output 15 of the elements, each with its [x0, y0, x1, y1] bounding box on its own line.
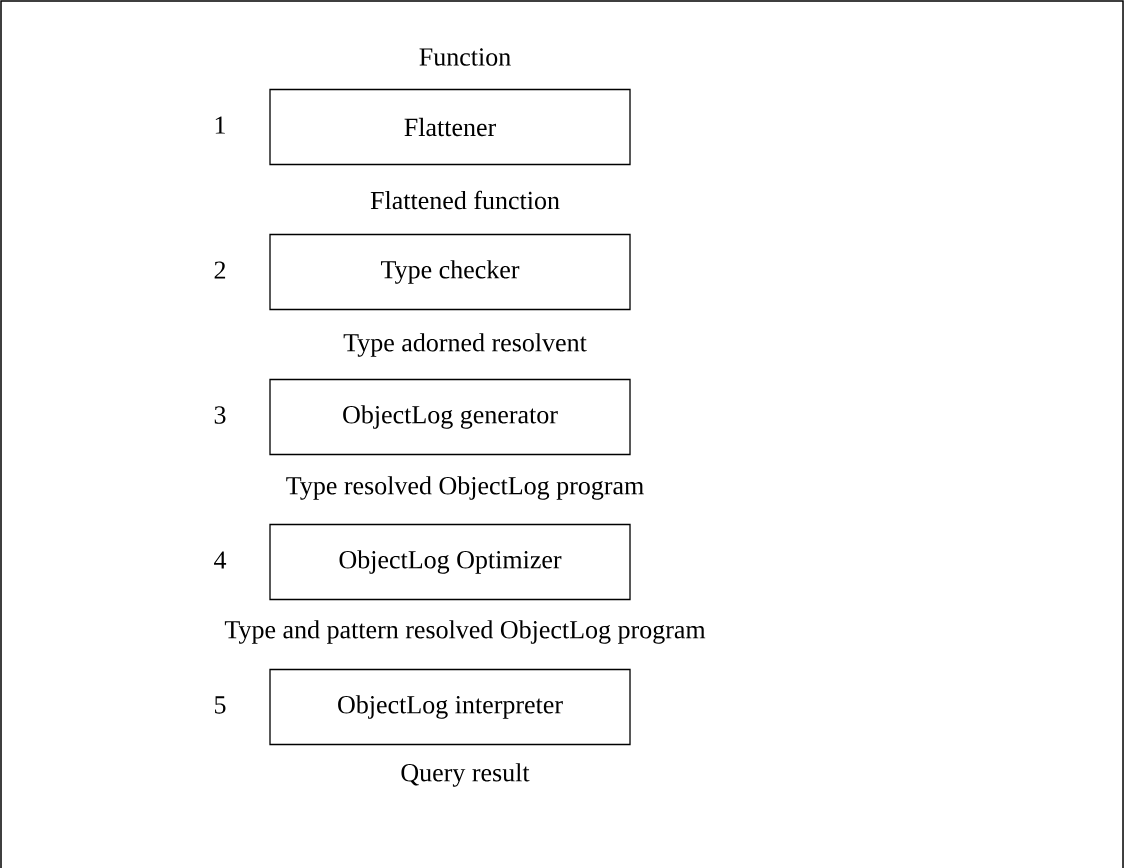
flow-label: Function	[419, 48, 511, 66]
process-box: Type checker	[269, 233, 631, 311]
flow-label: Flattened function	[370, 190, 560, 210]
step-number: 5	[215, 696, 226, 714]
step-number: 2	[214, 261, 226, 279]
flow-label: Type and pattern resolved ObjectLog program	[224, 620, 706, 644]
process-box: Flattener	[269, 88, 631, 166]
flow-label: Type resolved ObjectLog program	[286, 476, 644, 500]
process-box: ObjectLog generator	[269, 378, 631, 456]
step-number: 3	[214, 406, 226, 424]
flow-label: Type adorned resolvent	[343, 333, 587, 357]
step-number: 1	[215, 116, 225, 134]
process-box: ObjectLog Optimizer	[269, 523, 631, 601]
process-box: ObjectLog interpreter	[269, 668, 631, 746]
step-number: 4	[214, 551, 227, 569]
